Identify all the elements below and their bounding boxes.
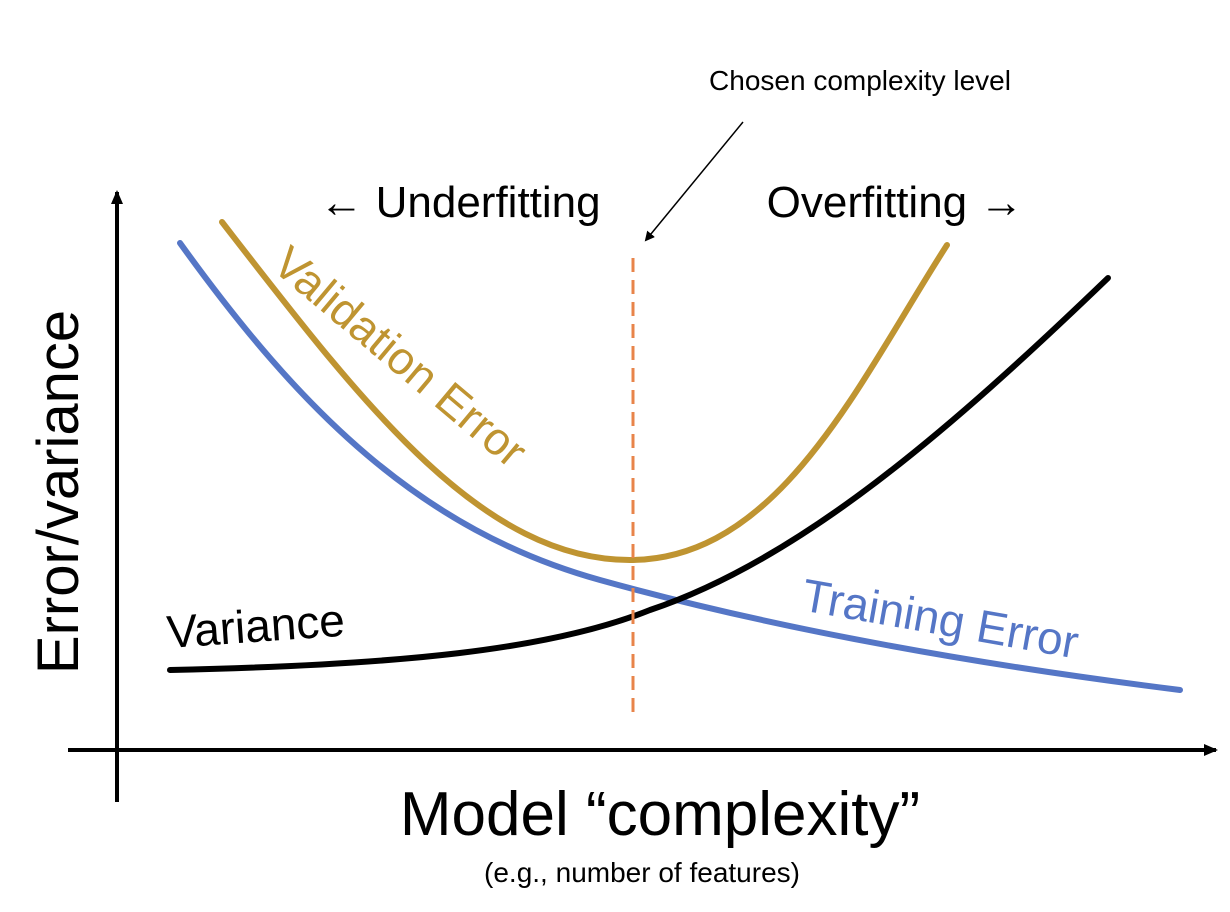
underfitting-label: ← Underfitting xyxy=(319,178,600,227)
x-axis-label: Model “complexity” xyxy=(400,780,920,849)
x-axis-sublabel: (e.g., number of features) xyxy=(484,857,800,888)
overfitting-label: Overfitting → xyxy=(767,178,1024,227)
variance-label: Variance xyxy=(165,594,346,658)
validation-error-curve xyxy=(219,219,950,564)
variance-curve xyxy=(167,275,1111,673)
annotation-pointer-arrow xyxy=(644,121,744,242)
chosen-complexity-label: Chosen complexity level xyxy=(709,65,1011,96)
y-axis-label: Error/variance xyxy=(26,310,91,674)
training-error-curve xyxy=(177,240,1183,693)
